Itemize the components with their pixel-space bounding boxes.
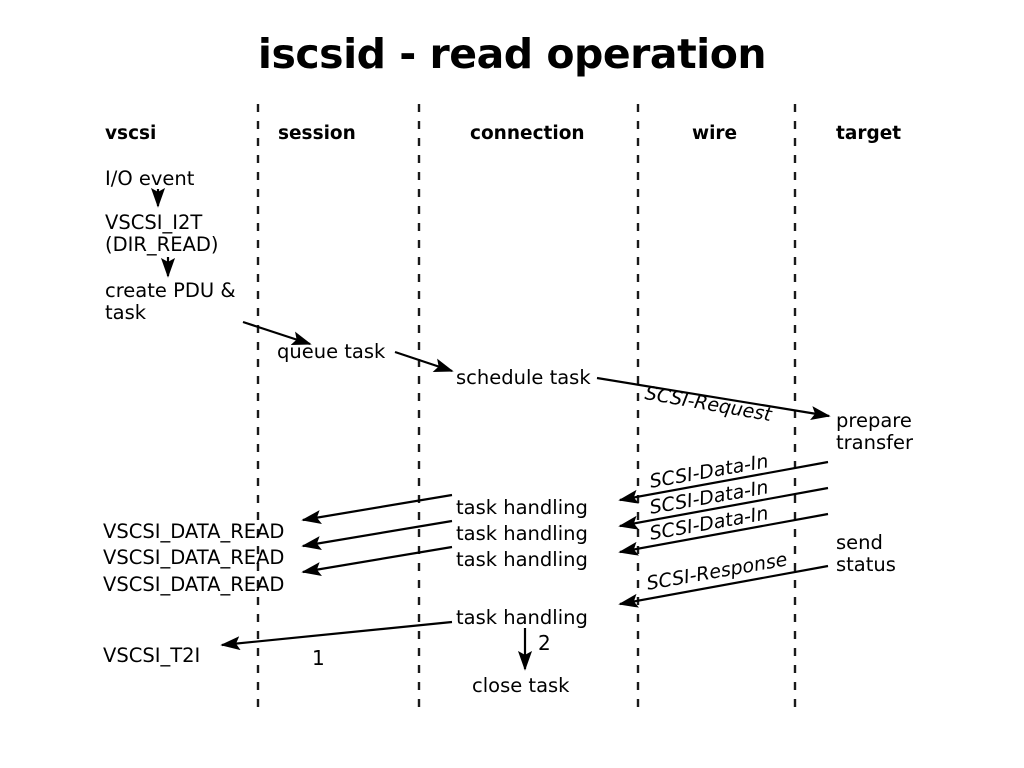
arrow-data-in-1 [618,460,829,504]
arrow-schedule-to-target [596,376,831,421]
node-vscsi-t2i: VSCSI_T2I [103,644,201,667]
node-vscsi-data-read-3: VSCSI_DATA_READ [103,573,285,596]
node-vscsi-data-read-1: VSCSI_DATA_READ [103,520,285,543]
arrow-queue-to-schedule [394,350,454,373]
node-task-handling-4: task handling [456,606,588,629]
node-prepare-transfer: prepare transfer [836,409,914,454]
step-number-step-2: 2 [538,631,551,655]
node-vscsi-i2t: VSCSI_I2T (DIR_READ) [105,211,219,256]
arrow-th1-to-read1 [301,493,453,524]
arrow-scsi-response [618,564,829,608]
node-task-handling-1: task handling [456,496,588,519]
node-task-handling-3: task handling [456,548,588,571]
arrow-th2-to-read2 [301,519,453,550]
arrows-group [150,187,831,671]
node-close-task: close task [472,674,570,697]
lane-header-target: target [836,123,902,144]
node-queue-task: queue task [277,340,386,363]
lane-header-connection: connection [470,123,585,144]
node-vscsi-data-read-2: VSCSI_DATA_READ [103,546,285,569]
lane-header-vscsi: vscsi [105,123,157,144]
arrow-data-in-3 [618,512,829,556]
page-title: iscsid - read operation [257,30,767,78]
arrow-data-in-2 [618,486,829,530]
node-send-status: send status [836,531,896,576]
lane-header-wire: wire [692,123,738,144]
step-number-step-1: 1 [312,646,325,670]
lane-lines-group [256,104,797,716]
node-create-pdu: create PDU & task [105,279,236,324]
arrow-pdu-to-queue [242,320,312,346]
arrow-th4-to-t2i [220,620,453,651]
lane-header-session: session [278,123,356,144]
node-task-handling-2: task handling [456,522,588,545]
node-io-event: I/O event [105,167,195,190]
node-schedule-task: schedule task [456,366,591,389]
arrow-th3-to-read3 [301,545,453,576]
